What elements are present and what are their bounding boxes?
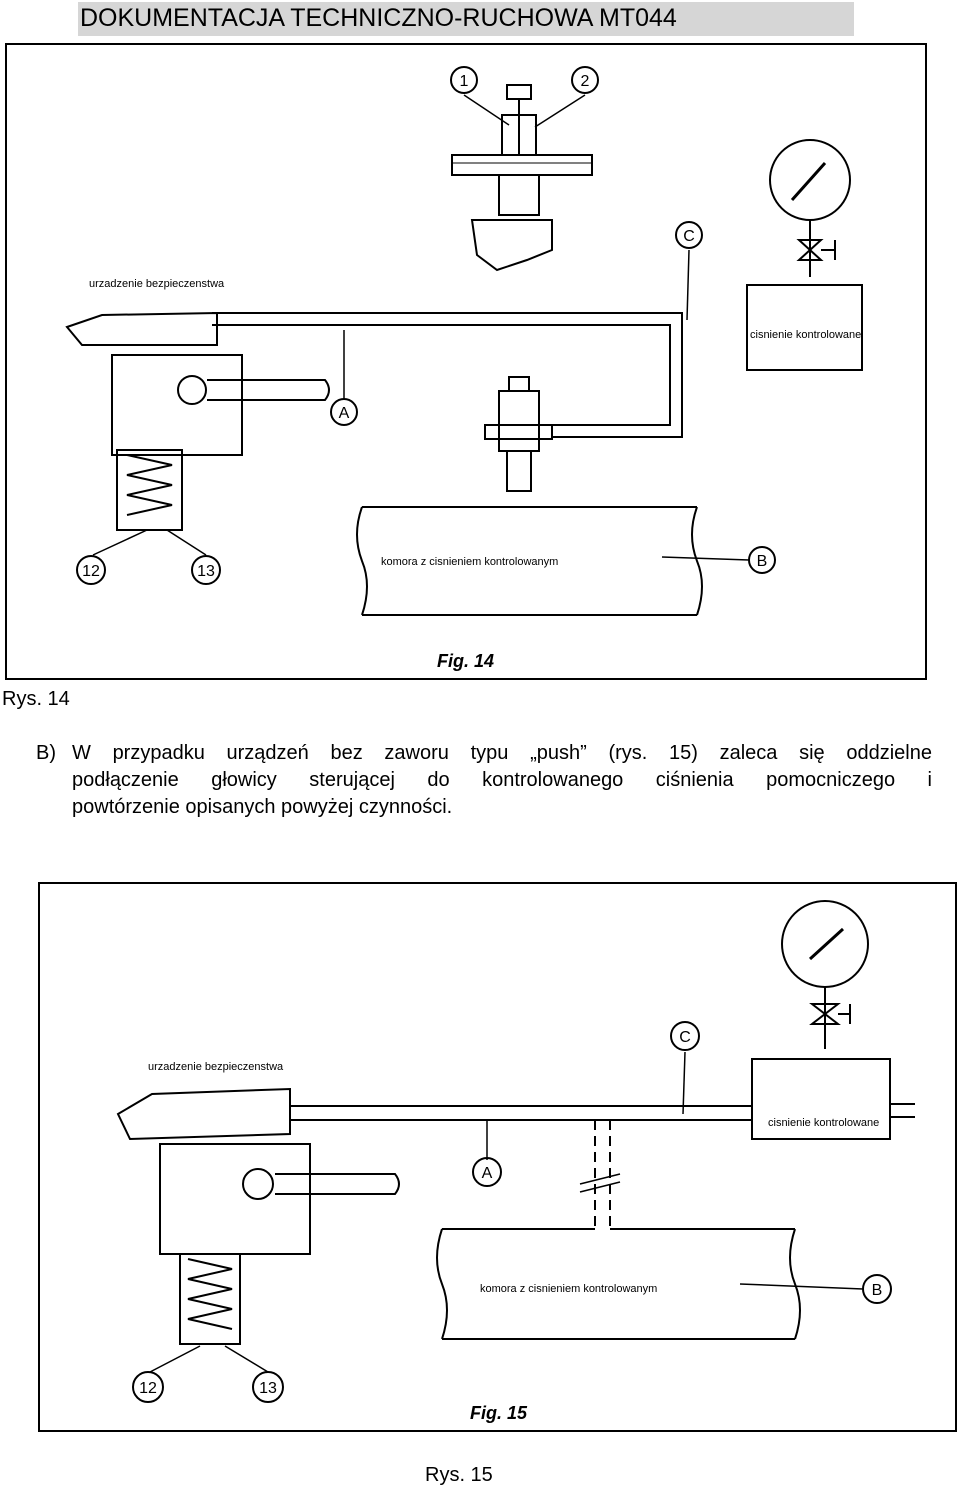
paragraph-line-3: powtórzenie opisanych powyżej czynności. (72, 796, 453, 818)
figure-14: 1 2 C A B 12 13 urzadzenie bezpieczenstw… (5, 43, 927, 680)
callout-12: 12 (82, 563, 100, 580)
fig-14-label: Fig. 14 (437, 651, 494, 671)
label-safety-device: urzadzenie bezpieczenstwa (148, 1061, 284, 1073)
document-header: DOKUMENTACJA TECHNICZNO-RUCHOWA MT044 (78, 2, 854, 36)
paragraph-line-2: podłączenie głowicy sterującej do kontro… (72, 769, 932, 791)
fig-15-label: Fig. 15 (470, 1403, 528, 1423)
safety-device-head (65, 311, 218, 346)
figure-15: C A B 12 13 urzadzenie bezpieczenstwa ci… (38, 882, 957, 1432)
callout-b: B (757, 553, 768, 570)
caption-rys-14: Rys. 14 (2, 688, 70, 710)
callout-c: C (683, 228, 695, 245)
caption-rys-15: Rys. 15 (425, 1464, 493, 1486)
paragraph-line-1: W przypadku urządzeń bez zaworu typu „pu… (72, 742, 932, 764)
callout-12: 12 (139, 1380, 157, 1397)
label-safety-device: urzadzenie bezpieczenstwa (89, 278, 225, 290)
instruction-paragraph: B) W przypadku urządzeń bez zaworu typu … (36, 740, 932, 821)
figure-15-drawing: C A B 12 13 urzadzenie bezpieczenstwa ci… (116, 900, 915, 1423)
label-chamber: komora z cisnieniem kontrolowanym (480, 1283, 657, 1295)
callout-1: 1 (460, 73, 469, 90)
document-title: DOKUMENTACJA TECHNICZNO-RUCHOWA MT044 (80, 4, 677, 32)
safety-device-spring (179, 1253, 241, 1345)
paragraph-label: B) (36, 742, 56, 764)
figure-14-drawing: 1 2 C A B 12 13 urzadzenie bezpieczenstw… (65, 66, 863, 671)
safety-device-spring (116, 449, 183, 531)
callout-13: 13 (259, 1380, 277, 1397)
safety-device-head (116, 1087, 291, 1141)
callout-c: C (679, 1029, 691, 1046)
label-controlled-pressure: cisnienie kontrolowane (750, 329, 861, 341)
callout-13: 13 (197, 563, 215, 580)
callout-b: B (872, 1282, 883, 1299)
top-valve-cap (506, 84, 532, 100)
callout-a: A (339, 405, 350, 422)
label-chamber: komora z cisnieniem kontrolowanym (381, 556, 558, 568)
callout-a: A (482, 1165, 493, 1182)
callout-2: 2 (581, 73, 590, 90)
label-controlled-pressure: cisnienie kontrolowane (768, 1117, 879, 1129)
